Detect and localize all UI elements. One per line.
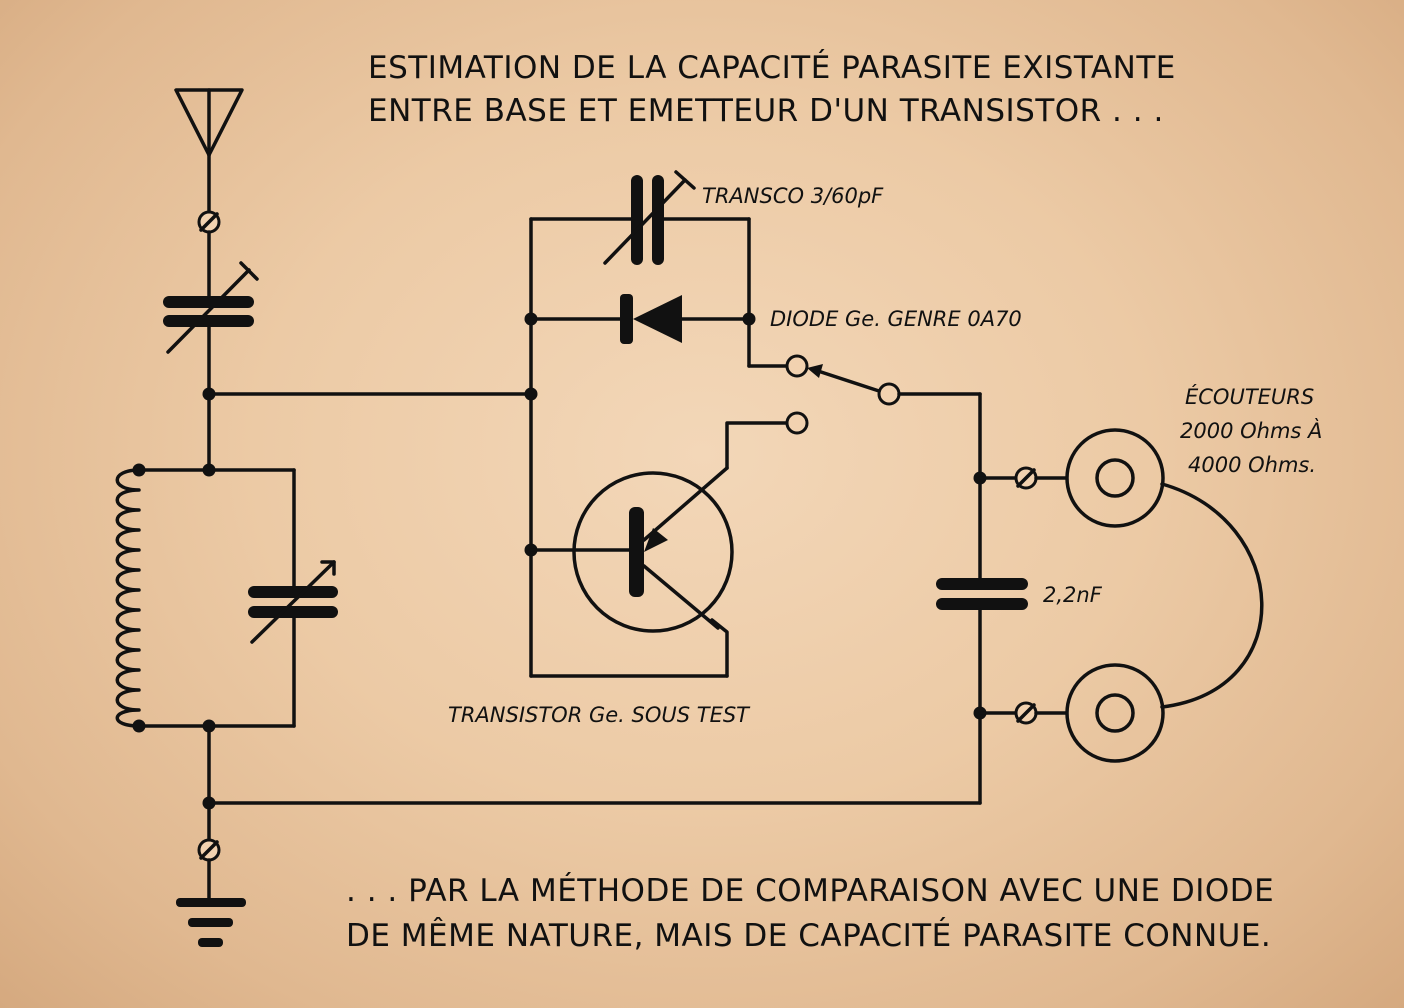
junction-dot [132,719,146,733]
ground-terminal [197,838,221,862]
tuning-coil [115,468,296,728]
headphone-terminal-bottom [978,701,1068,725]
junction-dot [132,463,146,477]
title-line-1: ESTIMATION DE LA CAPACITÉ PARASITE EXIST… [368,50,1176,86]
headphone-terminal-top [978,466,1068,490]
transco-trimmer-capacitor [529,170,751,265]
bypass-capacitor [936,578,1028,610]
headphones-label-2: 2000 Ohms À [1180,418,1322,443]
headphones-symbol [1065,428,1264,763]
headphones-label-1: ÉCOUTEURS [1185,384,1314,409]
transistor-label: TRANSISTOR Ge. SOUS TEST [448,703,751,727]
capacitor-label: 2,2nF [1043,583,1103,607]
tuning-variable-capacitor [248,468,338,728]
reference-diode [529,294,751,344]
junction-dot [202,387,216,401]
transco-label: TRANSCO 3/60pF [702,184,884,208]
junction-dot [742,312,756,326]
antenna-trimmer-capacitor [163,230,259,396]
junction-dot [524,387,538,401]
selector-switch [785,354,982,435]
title-line-2: ENTRE BASE ET EMETTEUR D'UN TRANSISTOR .… [368,93,1164,129]
footer-line-1: . . . PAR LA MÉTHODE DE COMPARAISON AVEC… [346,873,1274,909]
headphones-label-3: 4000 Ohms. [1188,453,1316,477]
junction-dot [202,463,216,477]
junction-dot [202,796,216,810]
antenna-symbol [174,88,244,214]
ground-symbol [176,858,246,947]
junction-dot [202,719,216,733]
footer-line-2: DE MÊME NATURE, MAIS DE CAPACITÉ PARASIT… [346,918,1271,954]
diode-label: DIODE Ge. GENRE 0A70 [770,307,1022,331]
antenna-terminal [197,210,221,234]
transistor-under-test [529,421,789,678]
